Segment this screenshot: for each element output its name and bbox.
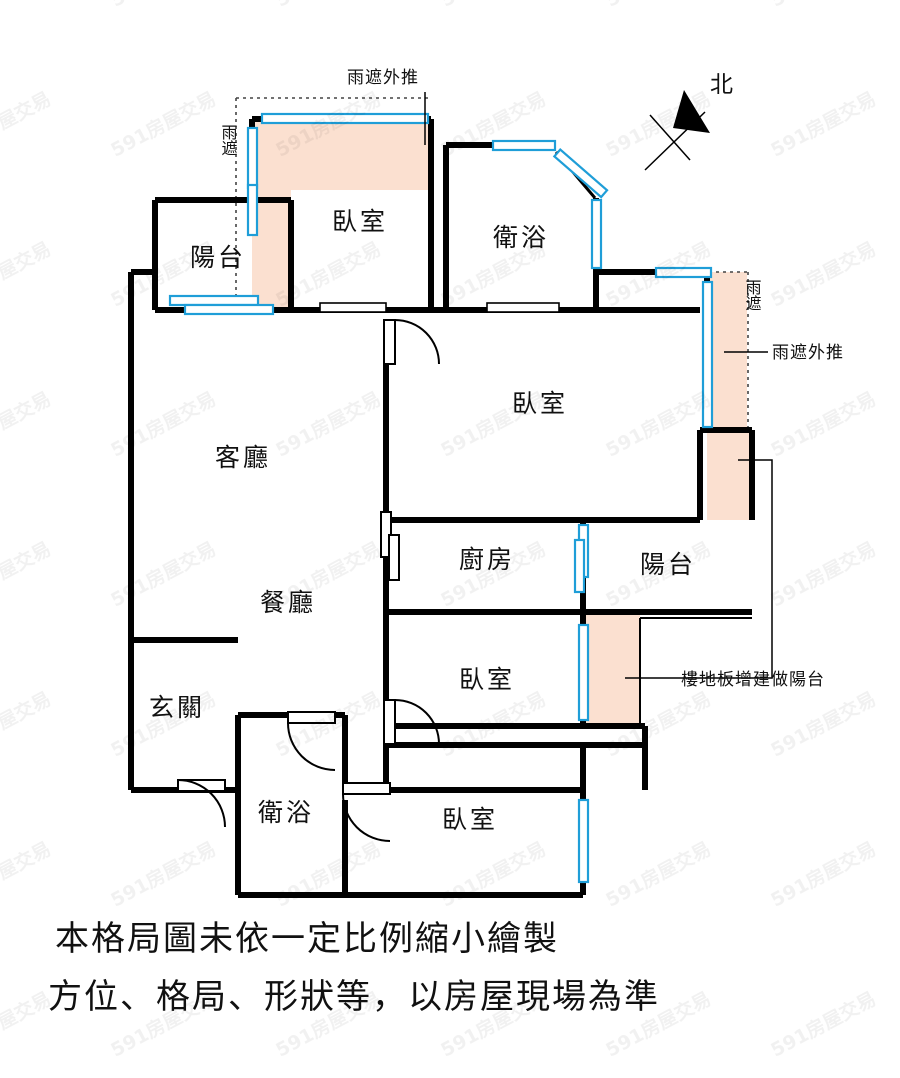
- annotation-rain-shield-left: 雨遮: [219, 124, 238, 156]
- watermark-text: 591房屋交易: [107, 987, 220, 1062]
- watermark-text: 591房屋交易: [602, 687, 715, 762]
- watermark-text: 591房屋交易: [107, 237, 220, 312]
- watermark-text: 591房屋交易: [0, 837, 55, 912]
- watermark-text: 591房屋交易: [437, 687, 550, 762]
- watermark-text: 591房屋交易: [107, 387, 220, 462]
- room-label-kitchen: 廚房: [459, 545, 515, 574]
- disclaimer-line-2: 方位、格局、形狀等，以房屋現場為準: [48, 977, 660, 1017]
- watermark-text: 591房屋交易: [0, 387, 55, 462]
- room-label-dining-room: 餐廳: [260, 588, 316, 617]
- watermark-text: 591房屋交易: [437, 837, 550, 912]
- room-label-bedroom-right: 臥室: [512, 389, 568, 418]
- rain-shield-fills: [252, 119, 752, 726]
- room-label-balcony-top-left: 陽台: [190, 243, 246, 272]
- watermark-text: 591房屋交易: [602, 387, 715, 462]
- compass-north-label: 北: [710, 72, 733, 98]
- watermark-text: 591房屋交易: [437, 537, 550, 612]
- door-openings: [319, 302, 560, 313]
- annotation-rain-shield-push-right: 雨遮外推: [772, 343, 844, 363]
- watermark-text: 591房屋交易: [767, 537, 880, 612]
- watermark-text: 591房屋交易: [437, 237, 550, 312]
- watermark-text: 591房屋交易: [602, 237, 715, 312]
- room-labels: 臥室 衛浴 陽台 客廳 臥室 餐廳 廚房 陽台 臥室 玄關 衛浴 臥室: [149, 207, 696, 834]
- watermark-text: 591房屋交易: [0, 537, 55, 612]
- annotation-rain-shield-push-top: 雨遮外推: [347, 68, 419, 88]
- room-label-bathroom-bottom: 衛浴: [258, 798, 314, 827]
- watermark-text: 591房屋交易: [107, 87, 220, 162]
- room-label-bathroom-top: 衛浴: [493, 223, 549, 252]
- watermark-text: 591房屋交易: [270, 0, 385, 13]
- room-label-bedroom-top: 臥室: [332, 207, 388, 236]
- doors: [177, 319, 440, 842]
- watermark-text: 591房屋交易: [272, 87, 385, 162]
- watermark-text: 591房屋交易: [107, 687, 220, 762]
- room-label-bedroom-bottom: 臥室: [442, 805, 498, 834]
- watermark-text: 591房屋交易: [107, 837, 220, 912]
- watermark-text: 591房屋交易: [0, 987, 55, 1062]
- watermark-text: 591房屋交易: [767, 387, 880, 462]
- room-label-living-room: 客廳: [215, 443, 271, 472]
- disclaimer-line-1: 本格局圖未依一定比例縮小繪製: [55, 919, 559, 959]
- watermark-text: 591房屋交易: [437, 87, 550, 162]
- watermark-text: 591房屋交易: [602, 987, 715, 1062]
- watermark-text: 591房屋交易: [767, 687, 880, 762]
- watermark-text: 591房屋交易: [0, 687, 55, 762]
- annotation-floor-slab-balcony: 樓地板增建做陽台: [681, 670, 825, 690]
- watermark-text: 591房屋交易: [767, 237, 880, 312]
- watermark-text: 591房屋交易: [272, 687, 385, 762]
- watermark-text: 591房屋交易: [272, 987, 385, 1062]
- watermark-text: 591房屋交易: [437, 387, 550, 462]
- disclaimer-block: 本格局圖未依一定比例縮小繪製 方位、格局、形狀等，以房屋現場為準: [48, 919, 660, 1017]
- watermark-text: 591房屋交易: [600, 0, 715, 13]
- watermark-text: 591房屋交易: [0, 87, 55, 162]
- watermark-text: 591房屋交易: [767, 87, 880, 162]
- watermark-text: 591房屋交易: [437, 987, 550, 1062]
- watermark-text: 591房屋交易: [272, 837, 385, 912]
- windows: [168, 112, 714, 884]
- annotation-rain-shield-right: 雨遮: [743, 279, 762, 311]
- annotation-leaders: [424, 92, 773, 679]
- room-label-entry-hall: 玄關: [149, 693, 205, 722]
- compass-rose: [644, 90, 710, 171]
- watermark-text: 591房屋交易: [107, 537, 220, 612]
- watermark-text: 591房屋交易: [272, 537, 385, 612]
- watermark-text: 591房屋交易: [602, 837, 715, 912]
- room-label-bedroom-mid: 臥室: [459, 665, 515, 694]
- watermark-text: 591房屋交易: [272, 387, 385, 462]
- watermark-text: 591房屋交易: [765, 0, 880, 13]
- watermark-text: 591房屋交易: [0, 0, 55, 13]
- watermark-text: 591房屋交易: [272, 237, 385, 312]
- annotation-labels: 雨遮外推 雨遮 雨遮 雨遮外推 樓地板增建做陽台: [219, 68, 844, 690]
- watermark-text: 591房屋交易: [0, 237, 55, 312]
- watermark-text: 591房屋交易: [105, 0, 220, 13]
- watermark-text: 591房屋交易: [602, 537, 715, 612]
- watermark-text: 591房屋交易: [767, 987, 880, 1062]
- room-label-balcony-right: 陽台: [640, 550, 696, 579]
- watermark-text: 591房屋交易: [435, 0, 550, 13]
- watermark-text: 591房屋交易: [767, 837, 880, 912]
- watermark-text: 591房屋交易: [602, 87, 715, 162]
